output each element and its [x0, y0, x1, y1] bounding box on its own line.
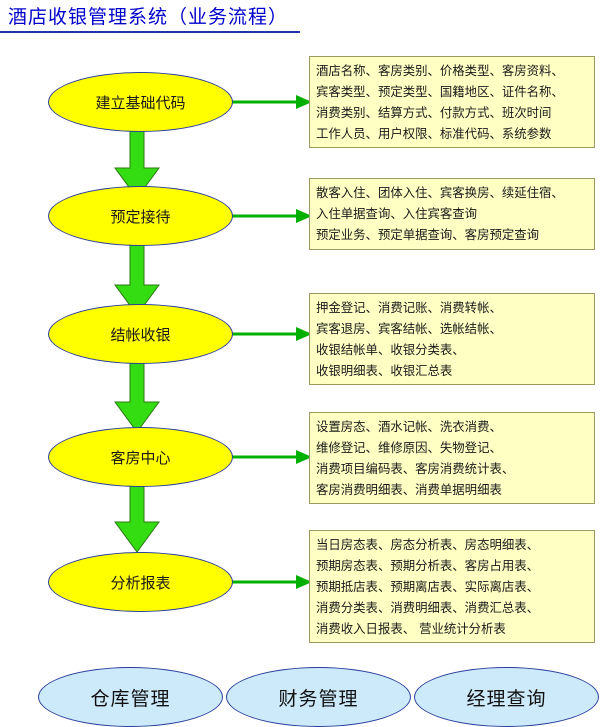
detail-line: 预期抵店表、预期离店表、实际离店表、 [316, 579, 540, 594]
step-checkout-cashier[interactable]: 结帐收银 [48, 304, 233, 364]
page-title: 酒店收银管理系统（业务流程） [8, 6, 289, 28]
flow-arrow-4 [114, 481, 160, 553]
detail-box-analysis-reports: 当日房态表、房态分析表、房态明细表、 预期房态表、预期分析表、客房占用表、 预期… [309, 530, 595, 643]
step-label: 预定接待 [110, 207, 171, 226]
detail-box-reservation-reception: 散客入住、团体入住、宾客换房、续延住宿、 入住单据查询、入住宾客查询 预定业务、… [309, 178, 595, 250]
step-label: 建立基础代码 [95, 93, 186, 112]
detail-line: 当日房态表、房态分析表、房态明细表、 [316, 537, 540, 552]
step-reservation-reception[interactable]: 预定接待 [48, 186, 233, 246]
detail-line: 消费类别、结算方式、付款方式、班次时间 [316, 105, 552, 120]
detail-line: 押金登记、消费记账、消费转帐、 [316, 300, 502, 315]
detail-line: 设置房态、酒水记帐、洗衣消费、 [316, 419, 502, 434]
module-label: 财务管理 [278, 687, 359, 710]
detail-line: 预定业务、预定单据查询、客房预定查询 [316, 227, 540, 242]
step-housekeeping-center[interactable]: 客房中心 [48, 427, 233, 487]
module-label: 仓库管理 [90, 687, 171, 710]
link-arrow-3 [232, 327, 312, 341]
detail-line: 收银明细表、收银汇总表 [316, 363, 453, 378]
step-label: 结帐收银 [110, 325, 171, 344]
detail-line: 宾客退房、宾客结帐、选帐结帐、 [316, 321, 502, 336]
step-label: 分析报表 [110, 573, 171, 592]
detail-line: 宾客类型、预定类型、国籍地区、证件名称、 [316, 84, 564, 99]
detail-line: 维修登记、维修原因、失物登记、 [316, 440, 502, 455]
detail-line: 工作人员、用户权限、标准代码、系统参数 [316, 126, 552, 141]
link-arrow-2 [232, 209, 312, 223]
module-manager-query[interactable]: 经理查询 [414, 667, 599, 727]
detail-line: 入住单据查询、入住宾客查询 [316, 206, 478, 221]
detail-line: 酒店名称、客房类别、价格类型、客房资料、 [316, 63, 564, 78]
link-arrow-1 [232, 95, 312, 109]
detail-line: 消费收入日报表、 营业统计分析表 [316, 621, 506, 636]
link-arrow-4 [232, 450, 312, 464]
detail-box-basic-codes: 酒店名称、客房类别、价格类型、客房资料、 宾客类型、预定类型、国籍地区、证件名称… [309, 56, 595, 148]
step-basic-codes[interactable]: 建立基础代码 [48, 72, 233, 132]
detail-box-housekeeping-center: 设置房态、酒水记帐、洗衣消费、 维修登记、维修原因、失物登记、 消费项目编码表、… [309, 412, 595, 504]
flow-arrow-1 [114, 127, 160, 199]
title-underline [0, 31, 300, 33]
step-analysis-reports[interactable]: 分析报表 [48, 552, 233, 612]
module-finance[interactable]: 财务管理 [226, 667, 411, 727]
detail-line: 预期房态表、预期分析表、客房占用表、 [316, 558, 540, 573]
step-label: 客房中心 [110, 448, 171, 467]
flow-arrow-3 [114, 361, 160, 433]
module-warehouse[interactable]: 仓库管理 [38, 667, 223, 727]
detail-line: 客房消费明细表、消费单据明细表 [316, 482, 502, 497]
detail-line: 消费分类表、消费明细表、消费汇总表、 [316, 600, 540, 615]
flow-arrow-2 [114, 244, 160, 316]
detail-line: 消费项目编码表、客房消费统计表、 [316, 461, 515, 476]
module-label: 经理查询 [466, 687, 547, 710]
detail-line: 散客入住、团体入住、宾客换房、续延住宿、 [316, 185, 564, 200]
detail-box-checkout-cashier: 押金登记、消费记账、消费转帐、 宾客退房、宾客结帐、选帐结帐、 收银结帐单、收银… [309, 293, 595, 385]
detail-line: 收银结帐单、收银分类表、 [316, 342, 465, 357]
link-arrow-5 [232, 575, 312, 589]
